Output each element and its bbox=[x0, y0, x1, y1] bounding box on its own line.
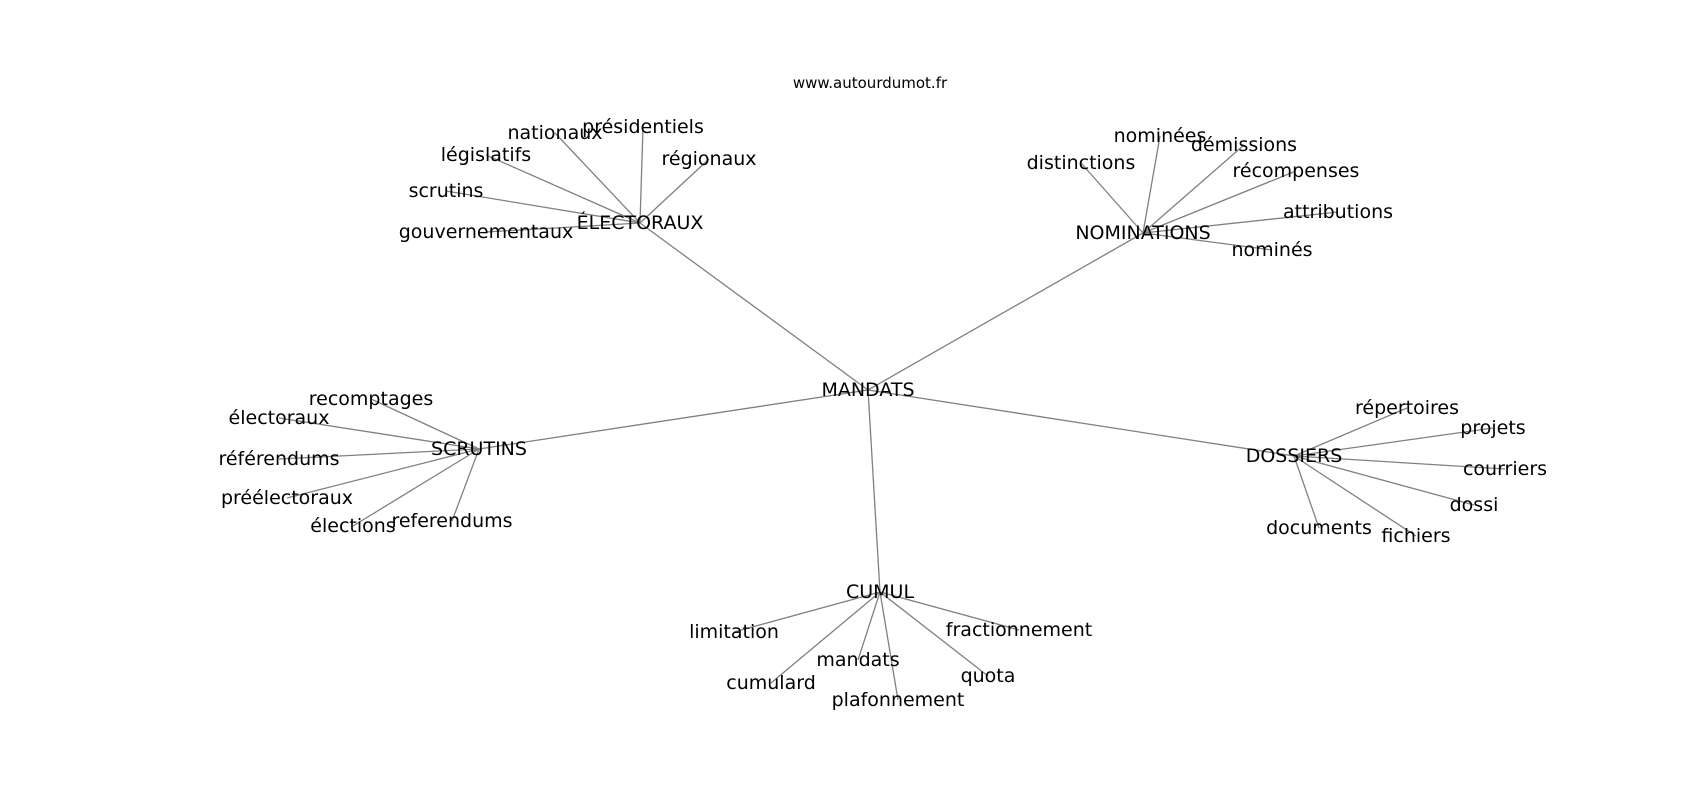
leaf-node: nominées bbox=[1114, 125, 1207, 147]
edge-hub-to-leaf bbox=[485, 154, 641, 224]
leaf-node: dossi bbox=[1450, 494, 1499, 516]
edge-center-to-hub bbox=[478, 389, 869, 450]
leaf-node: récompenses bbox=[1233, 160, 1360, 182]
leaf-node: législatifs bbox=[441, 144, 531, 166]
edge-center-to-hub bbox=[867, 232, 1144, 391]
edge-hub-to-leaf bbox=[1142, 232, 1273, 251]
edge-hub-to-leaf bbox=[451, 448, 480, 522]
leaf-node: gouvernementaux bbox=[399, 221, 574, 243]
leaf-node: distinctions bbox=[1027, 152, 1136, 174]
edge-hub-to-leaf bbox=[554, 132, 641, 224]
leaf-node: répertoires bbox=[1355, 397, 1459, 419]
hub-node: ÉLECTORAUX bbox=[577, 211, 704, 234]
edge-hub-to-leaf bbox=[639, 158, 710, 224]
leaf-node: plafonnement bbox=[832, 689, 965, 711]
edge-hub-to-leaf bbox=[1293, 455, 1320, 529]
edge-hub-to-leaf bbox=[879, 591, 989, 677]
leaf-node: scrutins bbox=[409, 180, 484, 202]
center-node: MANDATS bbox=[821, 379, 914, 401]
edge-hub-to-leaf bbox=[1293, 427, 1494, 457]
leaf-node: préélectoraux bbox=[221, 487, 353, 509]
edge-hub-to-leaf bbox=[857, 591, 881, 661]
leaf-node: cumulard bbox=[726, 672, 816, 694]
edge-hub-to-leaf bbox=[639, 126, 644, 224]
edge-hub-to-leaf bbox=[1293, 455, 1417, 537]
edge-hub-to-leaf bbox=[1142, 211, 1339, 234]
edge-hub-to-leaf bbox=[879, 591, 899, 701]
edge-hub-to-leaf bbox=[1080, 162, 1144, 234]
leaf-node: démissions bbox=[1191, 134, 1297, 156]
leaf-node: fractionnement bbox=[946, 619, 1092, 641]
hub-node: DOSSIERS bbox=[1246, 445, 1343, 467]
edge-hub-to-leaf bbox=[1293, 455, 1506, 470]
edge-center-to-hub bbox=[639, 222, 869, 391]
leaf-node: mandats bbox=[816, 649, 899, 671]
leaf-node: électoraux bbox=[229, 407, 330, 429]
edge-hub-to-leaf bbox=[1142, 144, 1245, 234]
leaf-node: nominés bbox=[1231, 239, 1312, 261]
graph-labels: MANDATSÉLECTORAUXprésidentielsnationauxl… bbox=[218, 74, 1547, 711]
edge-hub-to-leaf bbox=[286, 448, 480, 499]
edge-hub-to-leaf bbox=[1142, 170, 1297, 234]
leaf-node: referendums bbox=[391, 510, 512, 532]
edge-hub-to-leaf bbox=[278, 417, 480, 450]
leaf-node: recomptages bbox=[309, 388, 433, 410]
hub-node: NOMINATIONS bbox=[1075, 222, 1210, 244]
edge-hub-to-leaf bbox=[370, 398, 480, 450]
edge-hub-to-leaf bbox=[445, 190, 641, 224]
leaf-node: fichiers bbox=[1381, 525, 1450, 547]
graph-edges bbox=[278, 126, 1506, 701]
leaf-node: nationaux bbox=[507, 122, 602, 144]
leaf-node: référendums bbox=[218, 448, 339, 470]
edge-hub-to-leaf bbox=[1293, 407, 1408, 457]
leaf-node: courriers bbox=[1463, 458, 1547, 480]
edge-hub-to-leaf bbox=[770, 591, 881, 684]
leaf-node: attributions bbox=[1283, 201, 1393, 223]
leaf-node: limitation bbox=[689, 621, 779, 643]
leaf-node: quota bbox=[961, 665, 1016, 687]
source-label: www.autourdumot.fr bbox=[793, 74, 948, 92]
leaf-node: projets bbox=[1460, 417, 1525, 439]
edge-hub-to-leaf bbox=[733, 591, 881, 633]
leaf-node: régionaux bbox=[661, 148, 756, 170]
leaf-node: présidentiels bbox=[582, 116, 704, 138]
edge-hub-to-leaf bbox=[352, 448, 480, 527]
leaf-node: documents bbox=[1266, 517, 1372, 539]
edge-hub-to-leaf bbox=[879, 591, 1020, 631]
edge-center-to-hub bbox=[867, 389, 881, 593]
edge-center-to-hub bbox=[867, 389, 1295, 457]
edge-hub-to-leaf bbox=[1293, 455, 1475, 506]
edge-hub-to-leaf bbox=[278, 448, 480, 460]
leaf-node: élections bbox=[310, 515, 395, 537]
edge-hub-to-leaf bbox=[485, 222, 641, 233]
hub-node: SCRUTINS bbox=[431, 438, 527, 460]
edge-hub-to-leaf bbox=[1142, 135, 1161, 234]
hub-node: CUMUL bbox=[846, 581, 914, 603]
